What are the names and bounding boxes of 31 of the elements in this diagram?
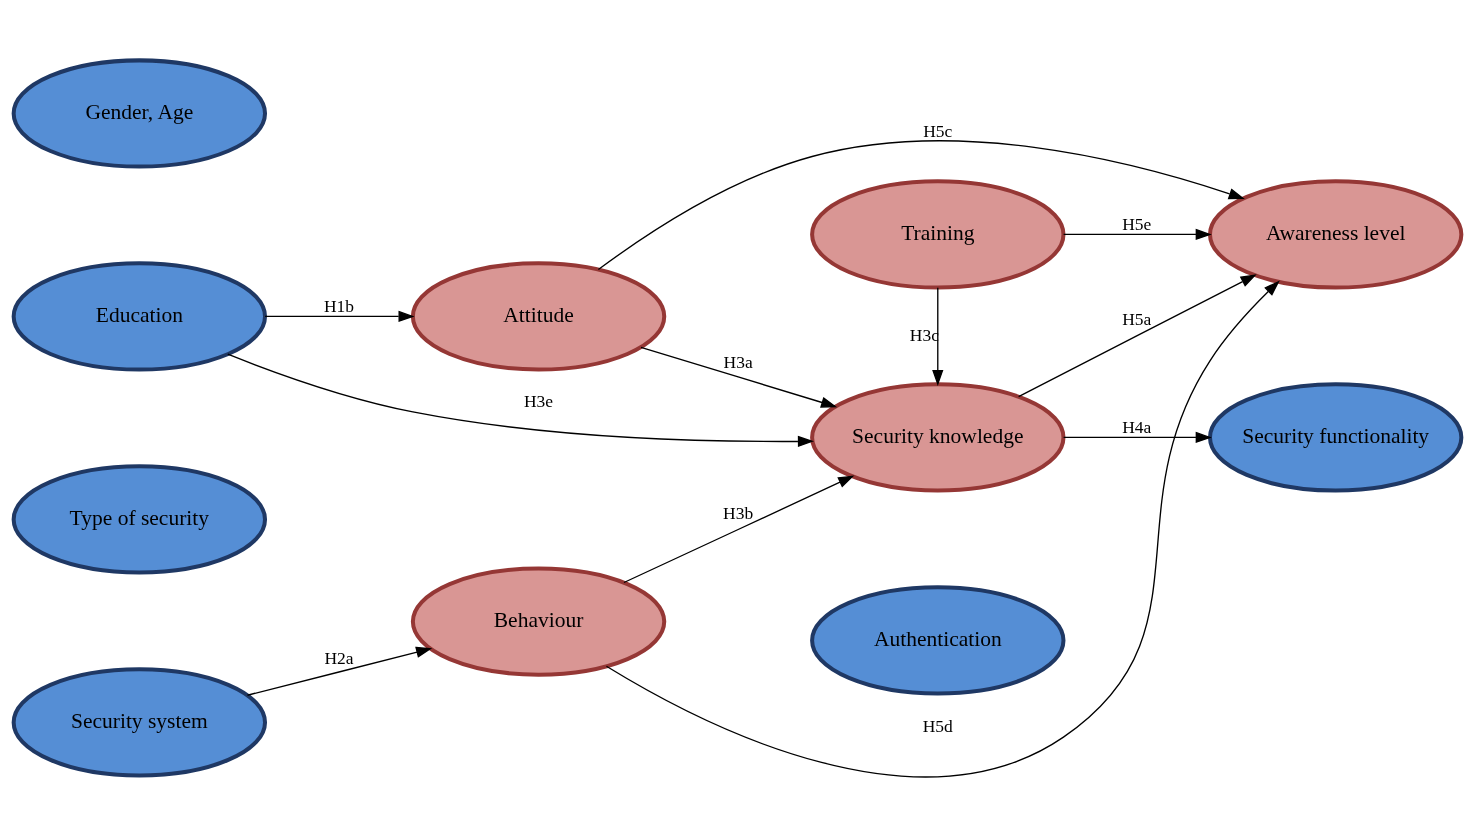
node-ellipse: Type of security	[11, 464, 268, 575]
edge-label: H5c	[923, 120, 953, 141]
arrow	[932, 287, 944, 387]
arrow	[623, 475, 855, 584]
node-ellipse: Security functionality	[1207, 382, 1464, 493]
arrow	[264, 310, 415, 323]
arrow	[1062, 431, 1212, 444]
edge-label: H4a	[1122, 416, 1152, 437]
arrow	[640, 346, 838, 408]
node-ellipse: Authentication	[810, 585, 1066, 696]
edge-label: H3a	[723, 352, 753, 373]
edge-label: H3b	[723, 502, 754, 523]
node-ellipse: Training	[810, 179, 1066, 290]
node-ellipse: Security knowledge	[810, 382, 1066, 493]
edge-label: H2a	[324, 647, 354, 668]
node-ellipse: Education	[11, 261, 268, 372]
edge-label: H5a	[1122, 309, 1152, 330]
arrow	[227, 353, 814, 448]
edge-label: H1b	[323, 295, 354, 316]
edge-label: H5d	[922, 716, 953, 737]
edge-label: H3e	[524, 391, 554, 412]
node-ellipse: Gender, Age	[11, 58, 268, 169]
arrow	[246, 646, 433, 696]
node-ellipse: Behaviour	[410, 566, 667, 677]
arrow	[605, 280, 1280, 777]
arrow	[597, 140, 1245, 271]
edge-label: H5e	[1122, 213, 1152, 234]
node-ellipse: Security system	[11, 667, 268, 778]
node-ellipse: Attitude	[410, 261, 667, 372]
arrow	[1017, 274, 1257, 398]
arrow	[1062, 228, 1212, 241]
